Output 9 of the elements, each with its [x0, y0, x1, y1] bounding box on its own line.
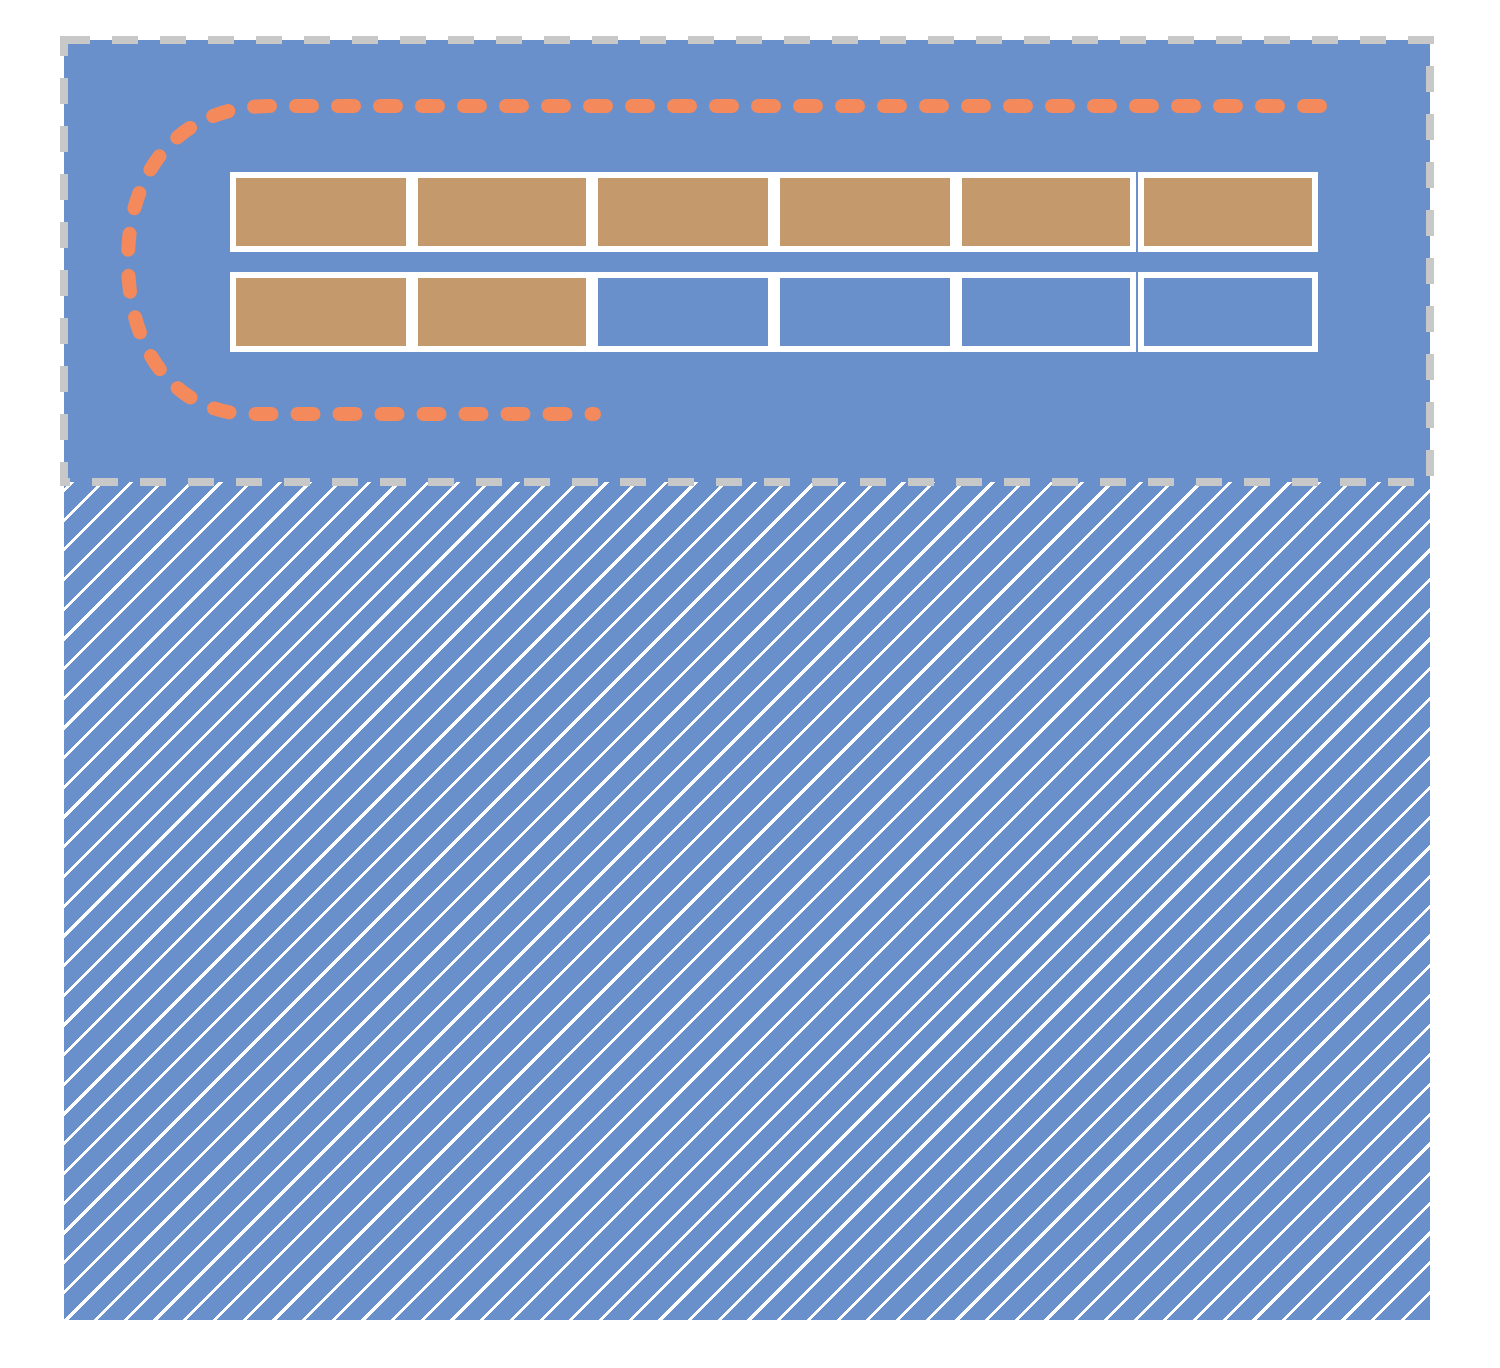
filled-cell [592, 172, 775, 252]
filled-cell [230, 272, 412, 352]
filled-cell [955, 172, 1137, 252]
filled-cell [1137, 172, 1319, 252]
filled-cell [230, 172, 412, 252]
hatched-area [64, 482, 1430, 1320]
filled-cell [411, 272, 593, 352]
filled-cell [411, 172, 593, 252]
filled-cell [774, 172, 956, 252]
